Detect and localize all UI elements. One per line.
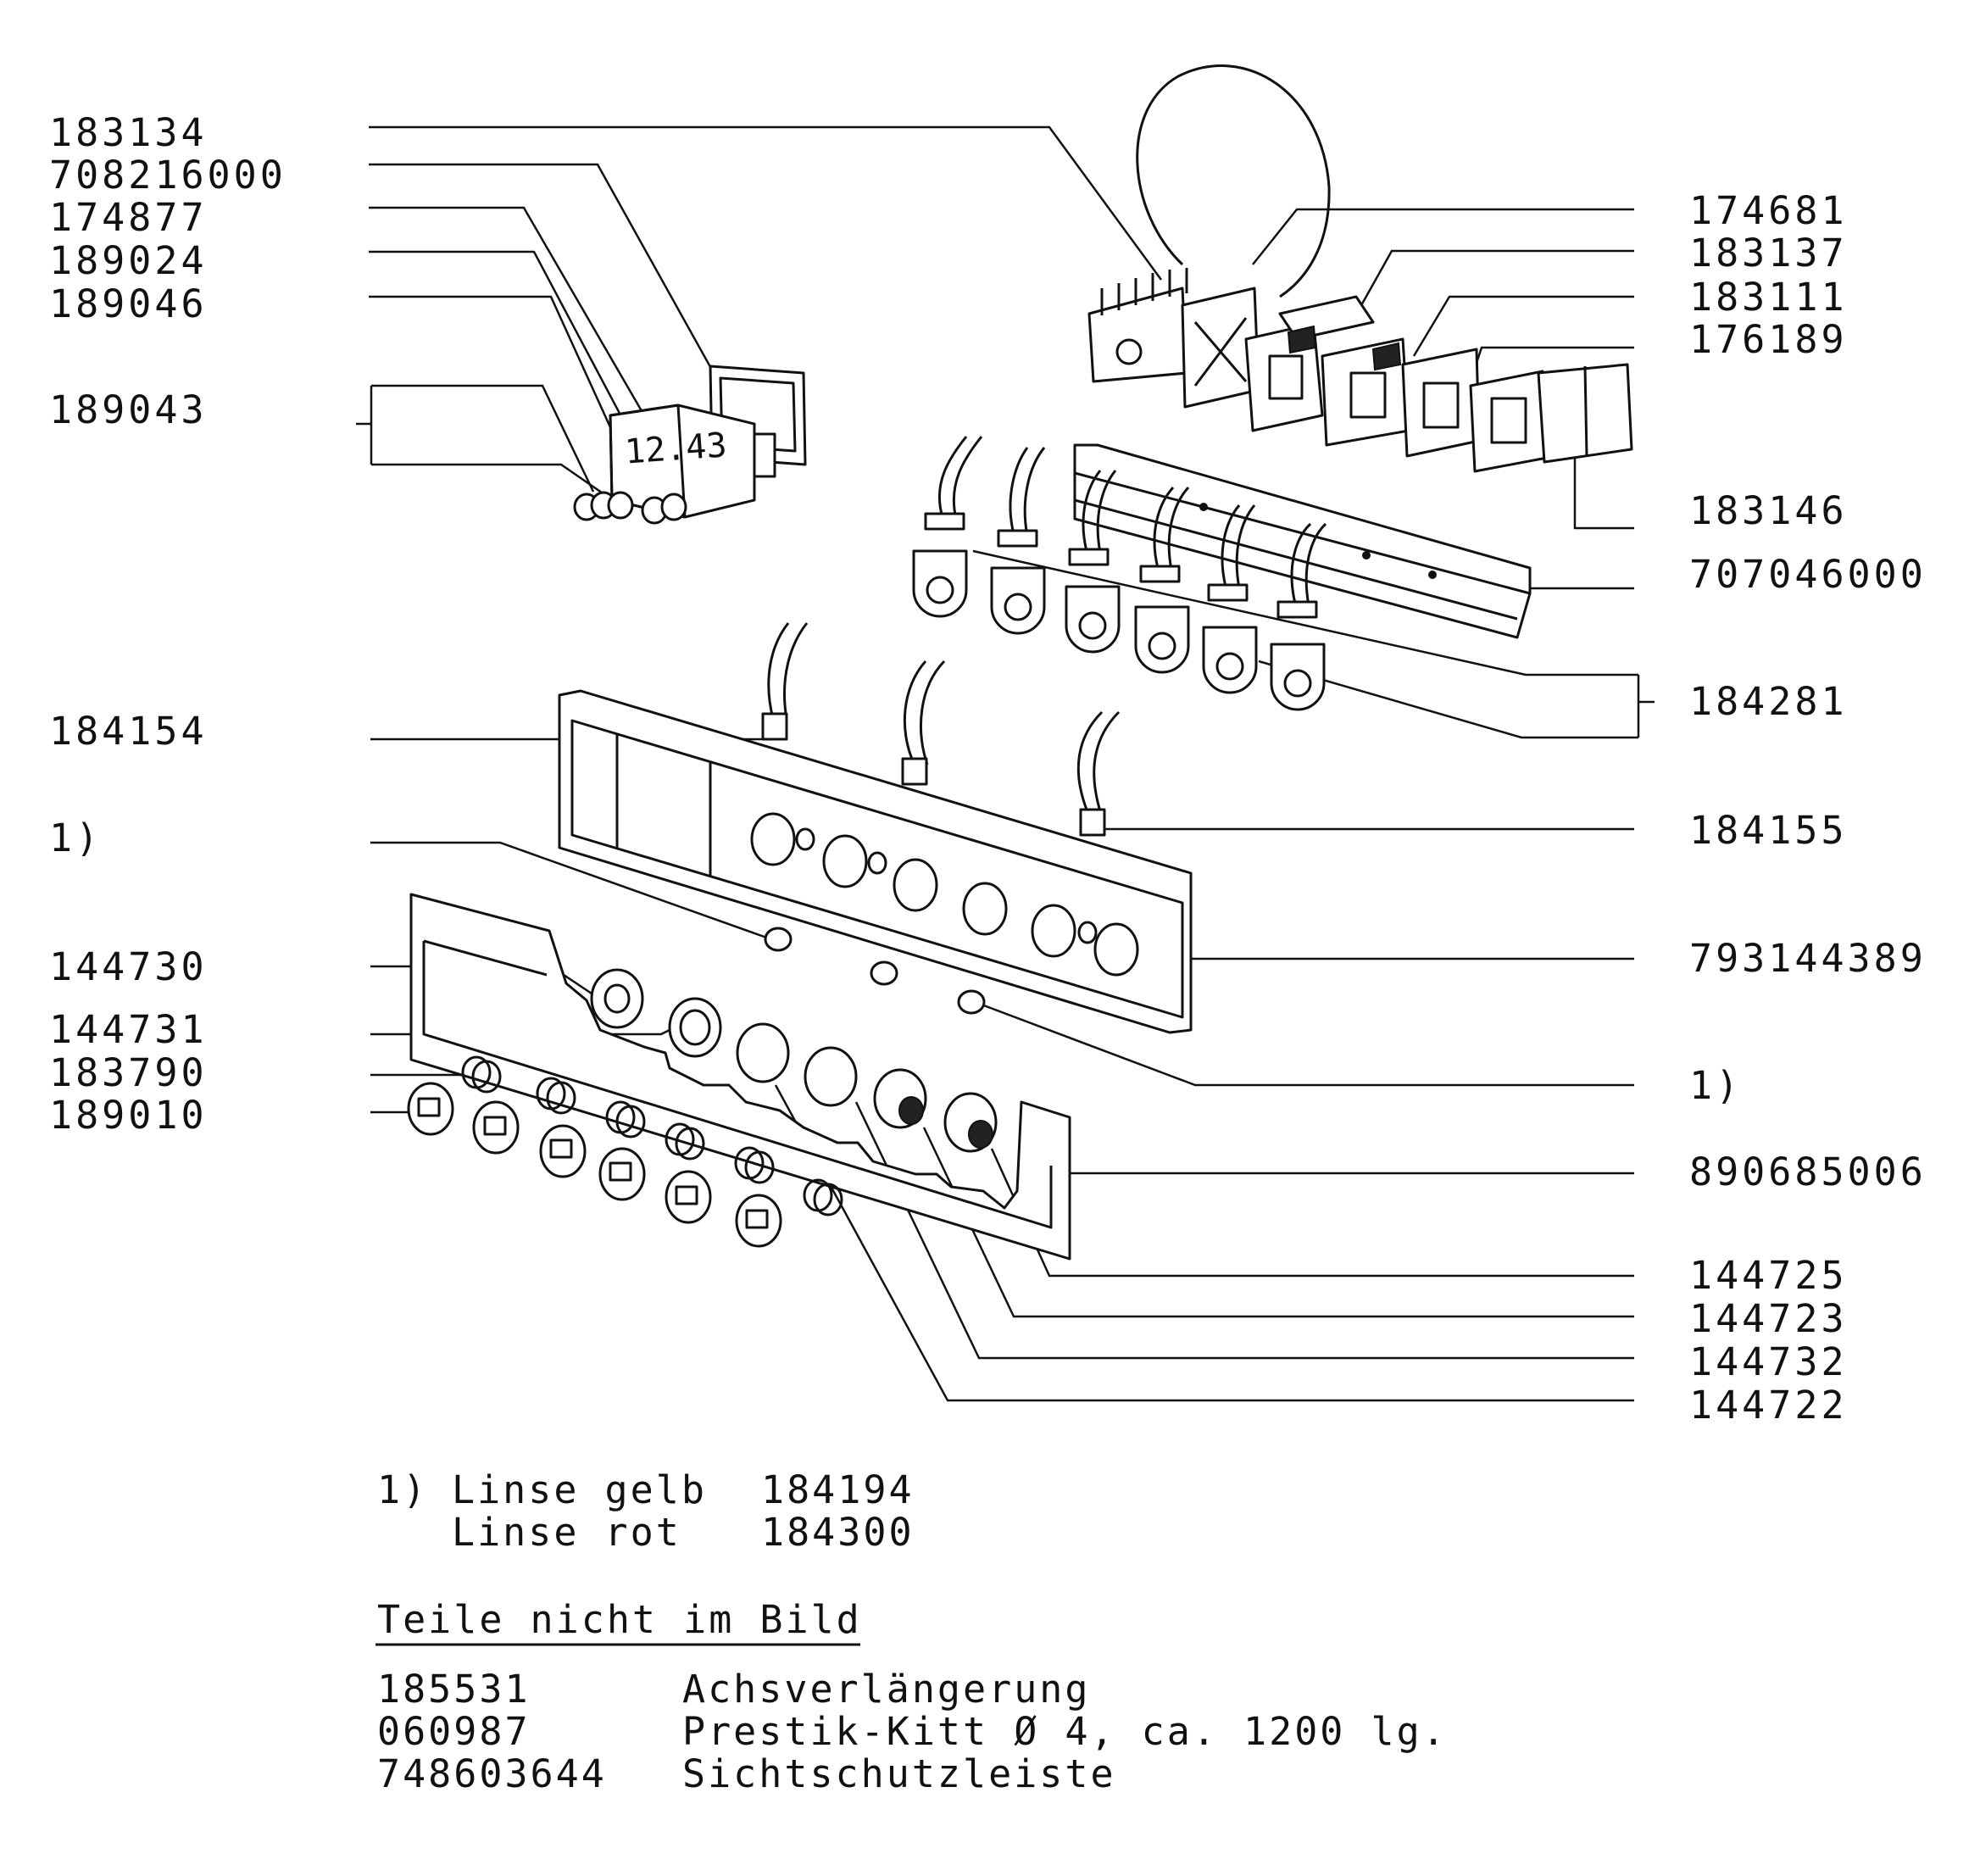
label-189010: 189010 — [49, 1093, 208, 1138]
label-183146: 183146 — [1689, 488, 1848, 533]
leader-183111 — [1412, 295, 1634, 357]
footnote-lens-red-part: 184300 — [761, 1510, 915, 1555]
knob-5 — [665, 1170, 712, 1224]
label-144725: 144725 — [1689, 1253, 1848, 1298]
label-183111: 183111 — [1689, 275, 1848, 320]
footnote-lens-red: Linse rot — [452, 1510, 681, 1555]
springs — [461, 1055, 843, 1216]
label-183134: 183134 — [49, 110, 208, 155]
knob-2 — [472, 1100, 520, 1155]
knob-6 — [735, 1194, 782, 1248]
footnote-lens-yellow-part: 184194 — [761, 1467, 915, 1512]
switch-183146 — [1469, 370, 1549, 473]
label-707046000: 707046000 — [1689, 552, 1927, 597]
leader-189046 — [369, 295, 646, 503]
leader-183146 — [1573, 449, 1634, 530]
display-readout: 12.43 — [624, 426, 728, 471]
panel-body — [409, 893, 1071, 1261]
label-189046: 189046 — [49, 281, 208, 326]
leader-144722 — [774, 1084, 1634, 1402]
leader-lens-left — [370, 841, 772, 941]
frame-outer — [558, 689, 1193, 1034]
leader-184281-a — [972, 549, 1638, 676]
switch-174681-pins — [1100, 268, 1188, 315]
leader-189043-b — [371, 463, 611, 500]
footnote-marker: 1) — [377, 1467, 428, 1512]
lamp-holder-1 — [912, 436, 983, 618]
lamp-holders — [912, 436, 1327, 711]
leader-174877 — [369, 206, 646, 416]
parts-not-shown-heading: Teile nicht im Bild — [377, 1597, 862, 1642]
label-176189: 176189 — [1689, 317, 1848, 362]
parts-not-shown: Teile nicht im Bild 185531 Achsverlänger… — [375, 1597, 1448, 1796]
label-708216000: 708216000 — [49, 153, 286, 198]
label-189043: 189043 — [49, 387, 208, 432]
label-184281: 184281 — [1689, 679, 1848, 724]
knobs — [407, 1082, 782, 1248]
label-890685006: 890685006 — [1689, 1150, 1927, 1194]
label-183790: 183790 — [49, 1050, 208, 1095]
label-184155: 184155 — [1689, 808, 1848, 853]
label-189024: 189024 — [49, 238, 208, 283]
clock-connector — [753, 432, 776, 478]
front-panel — [409, 893, 1071, 1261]
leader-lens-right — [974, 1000, 1634, 1087]
lamp-holder-4 — [1134, 486, 1190, 674]
lamp-holder-6 — [1270, 522, 1327, 711]
part-748603644: 748603644 — [377, 1751, 607, 1796]
front-frame — [558, 689, 1193, 1034]
label-183137: 183137 — [1689, 231, 1848, 276]
leader-lines — [356, 125, 1655, 1402]
panel-knob-bushings — [590, 968, 998, 1153]
leader-174681 — [1252, 208, 1634, 265]
frame-knob-holes — [750, 812, 1139, 977]
clock-display-module: 12.43 — [573, 365, 807, 525]
switch-174681-knob — [1115, 338, 1143, 365]
leader-189024 — [369, 250, 663, 493]
leader-183137 — [1359, 249, 1634, 308]
label-174681: 174681 — [1689, 188, 1848, 233]
desc-185531: Achsverlängerung — [682, 1667, 1090, 1712]
desc-060987: Prestik-Kitt Ø 4, ca. 1200 lg. — [682, 1709, 1448, 1754]
desc-748603644: Sichtschutzleiste — [682, 1751, 1116, 1796]
lamp-clips — [761, 622, 1121, 837]
leader-144725 — [990, 1148, 1634, 1278]
label-184154: 184154 — [49, 709, 208, 754]
label-144722: 144722 — [1689, 1383, 1848, 1428]
leader-183134 — [369, 125, 1163, 281]
label-144732: 144732 — [1689, 1339, 1848, 1384]
label-144723: 144723 — [1689, 1296, 1848, 1341]
label-144731: 144731 — [49, 1007, 208, 1052]
lamp-holder-2 — [990, 447, 1046, 635]
switch-174681 — [1087, 287, 1188, 383]
knob-3 — [539, 1124, 587, 1178]
knob-4 — [598, 1147, 646, 1201]
label-lens-note-left: 1) — [49, 816, 102, 860]
lamp-holder-5 — [1202, 504, 1258, 694]
leader-189043-a — [371, 384, 595, 493]
lenses — [764, 927, 986, 1015]
label-793144389: 793144389 — [1689, 936, 1927, 981]
knob-1 — [407, 1082, 454, 1136]
clock-face — [609, 404, 687, 519]
switch-176189 — [1401, 348, 1481, 458]
part-060987: 060987 — [377, 1709, 531, 1754]
lamp-holder-3 — [1065, 470, 1121, 654]
right-labels: 174681 183137 183111 176189 183146 70704… — [1689, 188, 1927, 1428]
part-185531: 185531 — [377, 1667, 531, 1712]
leader-184281-b — [1258, 660, 1638, 739]
frame-inner — [570, 719, 1184, 1019]
footnote: 1) Linse gelb 184194 Linse rot 184300 — [377, 1467, 915, 1555]
switch-blocks — [1087, 64, 1633, 473]
left-labels: 183134 708216000 174877 189024 189046 18… — [49, 110, 286, 1138]
footnote-lens-yellow: Linse gelb — [452, 1467, 707, 1512]
capillary-loop — [1136, 64, 1331, 298]
leader-708216000 — [369, 163, 715, 374]
clock-buttons — [573, 491, 687, 525]
label-lens-note-right: 1) — [1689, 1063, 1742, 1108]
label-174877: 174877 — [49, 195, 208, 240]
label-144730: 144730 — [49, 944, 208, 989]
